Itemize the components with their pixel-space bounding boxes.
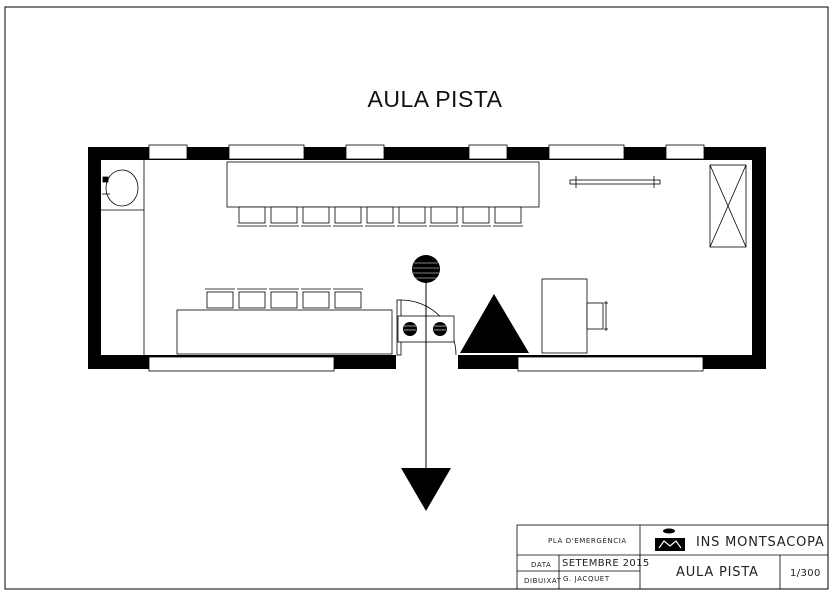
room-name: AULA PISTA <box>676 565 759 580</box>
plan-label: PLA D'EMERGÈNCIA <box>548 537 627 545</box>
chair <box>302 291 330 309</box>
school-logo-icon <box>655 528 685 551</box>
window <box>468 144 508 160</box>
chair <box>398 206 426 224</box>
window <box>665 144 705 160</box>
alarm-point-icon <box>412 255 440 283</box>
chairs-bottom-row <box>205 288 363 309</box>
window <box>517 356 704 372</box>
window <box>228 144 305 160</box>
wall-right <box>752 147 766 369</box>
chair <box>270 291 298 309</box>
sheet-border <box>4 6 829 590</box>
window <box>548 144 625 160</box>
table-top <box>226 161 540 208</box>
arrow-down-icon <box>401 468 451 511</box>
teacher-desk <box>541 278 588 354</box>
scale-value: 1/300 <box>790 568 821 579</box>
chair <box>302 206 330 224</box>
chairs-top-row <box>237 206 523 227</box>
date-value: SETEMBRE 2015 <box>562 558 650 569</box>
chair <box>366 206 394 224</box>
drawn-value: G. JACQUET <box>563 575 610 583</box>
chair <box>270 206 298 224</box>
chair <box>334 206 362 224</box>
drawn-label: DIBUIXAT <box>524 577 562 585</box>
chair <box>494 206 522 224</box>
chair <box>334 291 362 309</box>
title-block <box>516 524 829 590</box>
board-bar <box>569 176 661 188</box>
window <box>148 356 335 372</box>
school-name: INS MONTSACOPA <box>696 535 825 550</box>
windows-bottom <box>148 356 704 372</box>
door-gap <box>396 354 458 370</box>
chair <box>430 206 458 224</box>
windows-top <box>148 144 705 160</box>
extinguisher-icon <box>403 322 447 336</box>
window <box>345 144 385 160</box>
sink-area <box>101 160 145 355</box>
chair <box>238 291 266 309</box>
wall-left <box>88 147 101 369</box>
teacher-chair <box>586 301 608 331</box>
page-title: AULA PISTA <box>367 86 503 112</box>
cabinet <box>709 164 747 248</box>
wall-top <box>88 147 766 160</box>
chair <box>462 206 490 224</box>
date-label: DATA <box>531 561 552 569</box>
sink-icon <box>105 169 139 207</box>
table-bottom <box>176 309 393 355</box>
chair <box>238 206 266 224</box>
triangle-icon <box>460 294 529 353</box>
chair <box>206 291 234 309</box>
window <box>148 144 188 160</box>
